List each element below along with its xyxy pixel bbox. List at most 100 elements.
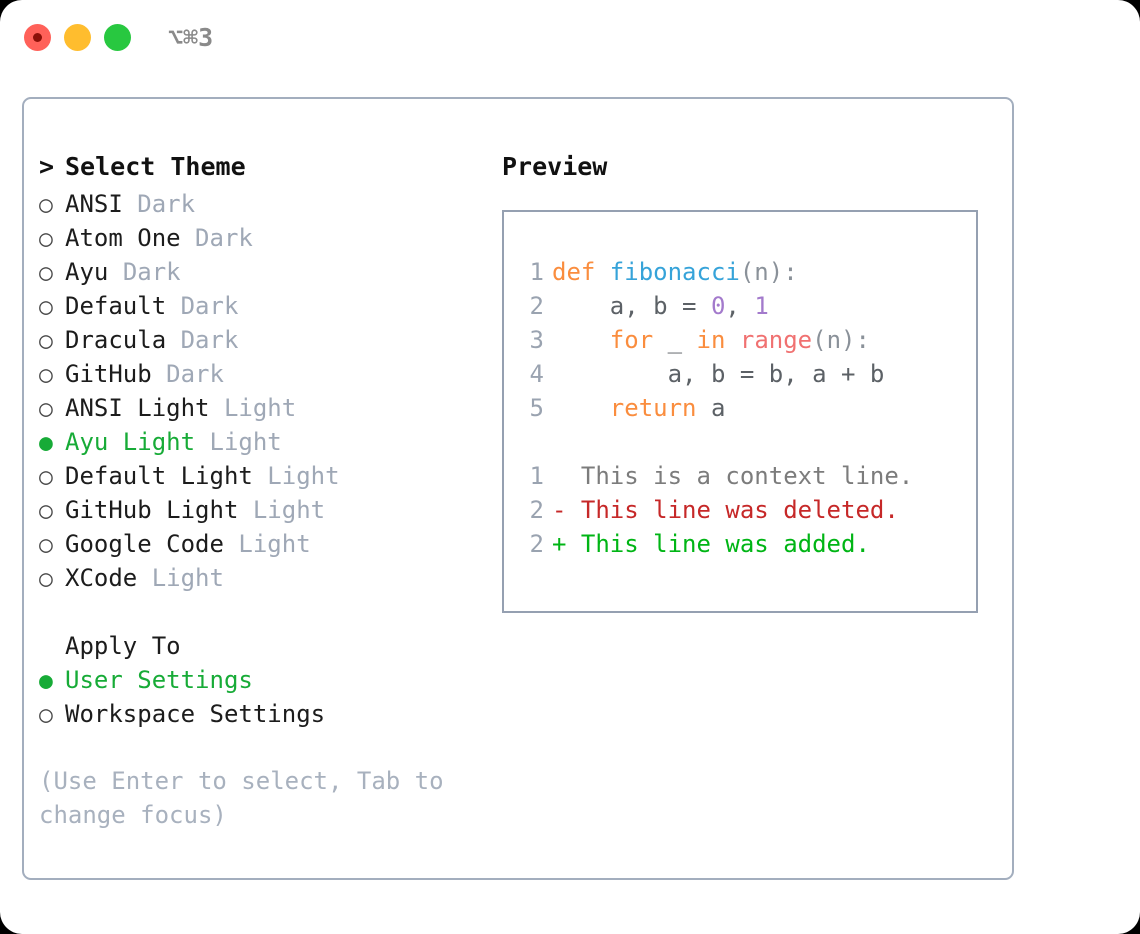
radio-unselected-icon[interactable]: ○ xyxy=(39,294,53,320)
label-spacer xyxy=(181,221,195,255)
theme-variant-tag: Light xyxy=(238,530,311,558)
radio-unselected-icon[interactable]: ○ xyxy=(39,532,53,558)
line-number: 1 xyxy=(529,258,544,286)
radio-unselected-icon[interactable]: ○ xyxy=(39,498,53,524)
line-number: 3 xyxy=(529,326,544,354)
theme-name-label: GitHub xyxy=(65,360,152,388)
theme-list-item[interactable]: ○XCode Light xyxy=(39,561,499,595)
section-spacer xyxy=(39,595,499,629)
code-token: def xyxy=(552,258,610,286)
code-line: 4 a, b = b, a + b xyxy=(522,357,976,391)
theme-name-label: ANSI Light xyxy=(65,394,210,422)
apply-to-label: Workspace Settings xyxy=(65,700,326,728)
apply-to-item[interactable]: ● User Settings xyxy=(39,663,499,697)
theme-list-item[interactable]: ○ ANSI Dark xyxy=(39,187,499,221)
apply-to-header-label: Apply To xyxy=(65,632,181,660)
theme-name-label: Dracula xyxy=(65,326,167,354)
diff-spacer xyxy=(566,496,580,524)
code-token xyxy=(725,326,739,354)
diff-line: 1 This is a context line. xyxy=(522,459,976,493)
radio-unselected-icon[interactable]: ○ xyxy=(39,226,53,252)
label-spacer xyxy=(224,527,238,561)
theme-list-item[interactable]: ○Default Light Light xyxy=(39,459,499,493)
window-controls xyxy=(24,24,131,51)
diff-text: This line was added. xyxy=(580,530,870,558)
code-token: _ xyxy=(653,326,697,354)
theme-variant-tag: Dark xyxy=(180,292,239,320)
theme-list-item[interactable]: ○Ayu Dark xyxy=(39,255,499,289)
theme-list-item[interactable]: ● Ayu Light Light xyxy=(39,425,499,459)
diff-marker xyxy=(552,462,566,490)
maximize-light-icon[interactable] xyxy=(104,24,131,51)
label-spacer xyxy=(210,391,224,425)
radio-unselected-icon[interactable]: ○ xyxy=(39,192,53,218)
diff-marker: + xyxy=(552,530,567,558)
label-spacer xyxy=(123,187,137,221)
label-spacer xyxy=(238,493,252,527)
apply-to-label: User Settings xyxy=(65,666,253,694)
code-token xyxy=(552,326,610,354)
theme-list-item[interactable]: ○ GitHub Dark xyxy=(39,357,499,391)
keyboard-hint: (Use Enter to select, Tab to change focu… xyxy=(39,767,459,829)
radio-unselected-icon[interactable]: ○ xyxy=(39,464,53,490)
theme-list-item[interactable]: ○Atom One Dark xyxy=(39,221,499,255)
theme-name-label: XCode xyxy=(65,564,138,592)
radio-unselected-icon[interactable]: ○ xyxy=(39,260,53,286)
close-light-icon[interactable] xyxy=(24,24,51,51)
theme-name-label: Default xyxy=(65,292,167,320)
apply-to-item[interactable]: ○ Workspace Settings xyxy=(39,697,499,731)
radio-unselected-icon[interactable]: ○ xyxy=(39,362,53,388)
line-number: 2 xyxy=(529,530,544,558)
line-number: 2 xyxy=(529,292,544,320)
theme-variant-tag: Light xyxy=(223,394,297,422)
radio-selected-icon[interactable]: ● xyxy=(39,430,53,456)
theme-variant-tag: Dark xyxy=(180,326,239,354)
radio-unselected-icon[interactable]: ○ xyxy=(39,702,53,728)
code-token: 1 xyxy=(754,292,769,320)
theme-variant-tag: Dark xyxy=(137,190,196,218)
minimize-light-icon[interactable] xyxy=(64,24,91,51)
code-token: fibonacci xyxy=(609,258,740,286)
theme-list-item[interactable]: ○ ANSI Light Light xyxy=(39,391,499,425)
theme-list-item[interactable]: ○GitHub Light Light xyxy=(39,493,499,527)
label-spacer xyxy=(166,323,180,357)
theme-picker-card: > Select Theme ○ANSI Dark○Atom One Dark○… xyxy=(22,97,1014,880)
code-token: return xyxy=(609,394,697,422)
theme-name-label: Ayu Light xyxy=(65,428,196,456)
code-token: range xyxy=(739,326,813,354)
theme-list-item[interactable]: ○ Default Dark xyxy=(39,289,499,323)
code-diff-spacer xyxy=(522,425,976,459)
theme-list-item[interactable]: ○ Google Code Light xyxy=(39,527,499,561)
theme-variant-tag: Light xyxy=(209,428,282,456)
line-number: 2 xyxy=(529,496,544,524)
theme-list-item[interactable]: ○ Dracula Dark xyxy=(39,323,499,357)
theme-variant-tag: Dark xyxy=(166,360,224,388)
diff-sample: 1 This is a context line.2- This line wa… xyxy=(522,459,976,561)
theme-name-label: Google Code xyxy=(65,530,224,558)
diff-line: 2- This line was deleted. xyxy=(522,493,976,527)
caret-icon: > xyxy=(39,152,55,181)
apply-to-list: ● User Settings ○ Workspace Settings xyxy=(39,663,499,731)
code-token xyxy=(552,394,610,422)
label-spacer xyxy=(253,459,267,493)
diff-spacer xyxy=(566,530,580,558)
code-token: a, b = b, a + b xyxy=(552,360,885,388)
theme-variant-tag: Dark xyxy=(122,258,181,286)
code-token: a xyxy=(696,394,726,422)
code-token: (n): xyxy=(812,326,870,354)
code-line: 3 for _ in range(n): xyxy=(522,323,976,357)
label-spacer xyxy=(108,255,122,289)
radio-unselected-icon[interactable]: ○ xyxy=(39,566,53,592)
code-token: 0 xyxy=(710,292,726,320)
radio-unselected-icon[interactable]: ○ xyxy=(39,396,53,422)
theme-list: ○ANSI Dark○Atom One Dark○Ayu Dark○Defaul… xyxy=(39,187,499,595)
theme-name-label: ANSI xyxy=(65,190,123,218)
code-token: for xyxy=(609,326,654,354)
keyboard-shortcut-label: ⌥⌘3 xyxy=(168,23,214,52)
radio-unselected-icon[interactable]: ○ xyxy=(39,328,53,354)
radio-selected-icon[interactable]: ● xyxy=(39,668,53,694)
